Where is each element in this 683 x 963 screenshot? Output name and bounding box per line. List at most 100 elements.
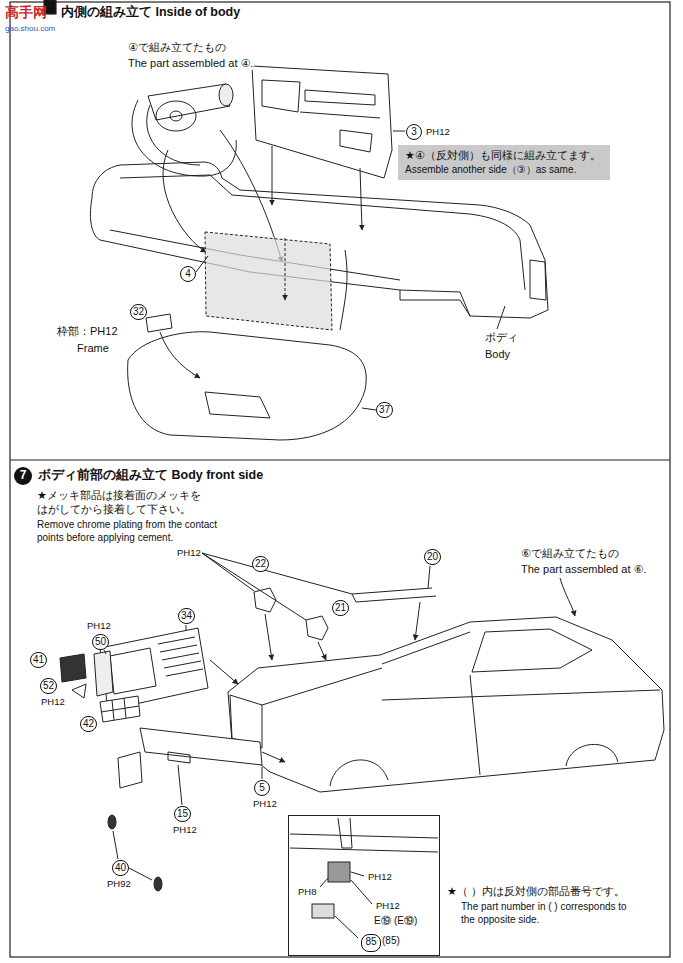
body-front-drawing-part: [566, 744, 618, 766]
body-front-drawing-part: [560, 578, 575, 616]
paint-code: PH12: [425, 126, 451, 137]
note-text: The part assembled at ④.: [127, 56, 254, 70]
inset-box: PH8PH12PH12E⑲(E⑲)85(85): [288, 815, 440, 956]
callout-number: 42: [80, 716, 97, 732]
callout-number: 34: [178, 608, 195, 624]
body-front-drawing-part: [168, 752, 190, 763]
body-interior-drawing-part: [128, 332, 367, 440]
body-front-drawing-part: [202, 553, 254, 591]
inset-detail-drawing-part: [351, 880, 372, 904]
callout-number: 22: [252, 556, 269, 572]
callout-number: 40: [112, 860, 129, 876]
body-front-drawing-part: [154, 877, 162, 891]
section-heading: ボディ前部の組み立て Body front side: [37, 467, 264, 483]
note-text: ④で組み立てたもの: [127, 40, 227, 54]
body-interior-drawing-part: [340, 250, 347, 330]
body-interior-drawing-part: [252, 66, 392, 178]
body-front-drawing-part: [108, 815, 116, 829]
body-front-drawing-part: [428, 566, 430, 588]
body-front-drawing-part: [262, 668, 382, 705]
watermark: gao.shou.com: [4, 24, 56, 33]
body-front-drawing-part: [113, 831, 118, 859]
callout-number: 50: [92, 634, 109, 650]
body-front-drawing-part: [104, 650, 106, 654]
note-text: Frame: [76, 341, 110, 355]
body-interior-drawing-part: [219, 84, 233, 106]
part-code: PH8: [297, 886, 317, 897]
part-code: (85): [381, 934, 401, 947]
body-front-drawing-part: [330, 760, 388, 786]
body-interior-drawing-part: [132, 100, 236, 176]
paint-code: PH12: [40, 696, 66, 707]
body-interior-drawing-part: [147, 105, 200, 165]
body-front-drawing-part: [352, 588, 436, 602]
note-box: ★④（反対側）も同様に組み立てます。Assemble another side（…: [398, 145, 610, 180]
body-front-drawing-part: [262, 767, 263, 779]
callout-number: 21: [332, 600, 349, 616]
callout-number: 3: [406, 124, 422, 140]
note-text: Remove chrome plating from the contact p…: [36, 518, 226, 544]
body-front-drawing-part: [186, 625, 187, 631]
body-interior-drawing-part: [272, 146, 273, 205]
body-interior-drawing-part: [148, 84, 230, 120]
body-interior-drawing-part: [160, 332, 200, 378]
part-code: (E⑲): [393, 914, 418, 927]
body-front-drawing-part: [101, 698, 139, 720]
callout-number: 41: [30, 652, 47, 668]
body-front-drawing-part: [100, 696, 140, 722]
body-front-drawing-part: [118, 752, 142, 788]
note-text: The part number in ( ) corresponds to th…: [460, 900, 632, 926]
body-interior-drawing-part: [497, 306, 505, 329]
paint-code: PH12: [176, 547, 202, 558]
inset-detail-drawing: [290, 818, 438, 938]
body-front-drawing: [60, 553, 664, 891]
inset-detail-drawing-part: [290, 848, 438, 852]
body-front-drawing-part: [178, 765, 182, 805]
note-text: 枠部：PH12: [56, 324, 119, 338]
watermark: 高手网: [4, 4, 48, 22]
body-front-drawing-part: [472, 629, 592, 672]
body-front-drawing-part: [265, 614, 272, 660]
body-front-drawing-part: [228, 617, 664, 792]
note-text: ボディ: [484, 330, 519, 344]
page-frame-part: [10, 2, 670, 957]
note-text: Body: [484, 347, 511, 361]
part-code: E⑲: [373, 914, 392, 927]
note-text: ★④（反対側）も同様に組み立てます。: [405, 148, 601, 163]
paint-code: PH92: [106, 878, 132, 889]
body-front-drawing-part: [306, 616, 328, 640]
body-front-drawing-part: [202, 553, 352, 594]
body-interior-drawing-part: [530, 260, 546, 300]
section-heading: 内側の組み立て Inside of body: [60, 4, 241, 20]
callout-number: 37: [376, 402, 393, 418]
body-interior-drawing-part: [400, 290, 470, 316]
body-front-drawing-part: [158, 637, 203, 676]
body-front-drawing-part: [110, 648, 156, 694]
body-interior-drawing-part: [205, 232, 332, 330]
body-front-drawing-part: [382, 632, 470, 664]
inset-detail-drawing-part: [351, 872, 364, 876]
body-interior-drawing-part: [170, 111, 182, 121]
paint-code: PH12: [172, 824, 198, 835]
part-code: PH12: [375, 900, 401, 911]
body-interior-drawing-part: [146, 314, 172, 332]
inset-detail-drawing-part: [312, 904, 334, 918]
inset-detail-drawing-part: [338, 818, 352, 848]
body-front-drawing-part: [100, 628, 208, 710]
body-front-drawing-part: [254, 588, 276, 612]
step-number: 7: [14, 467, 32, 485]
body-front-drawing-part: [94, 651, 113, 696]
callout-number: 5: [254, 780, 270, 796]
body-interior-drawing: [90, 66, 548, 440]
body-interior-drawing-part: [163, 150, 206, 252]
body-interior-drawing-part: [205, 392, 270, 418]
body-front-drawing-part: [72, 684, 86, 698]
body-front-drawing-part: [262, 752, 285, 762]
body-front-drawing-part: [202, 553, 306, 620]
callout-number: 15: [174, 806, 191, 822]
page-frame-part: [10, 459, 670, 460]
body-interior-drawing-part: [156, 101, 196, 131]
body-interior-drawing-part: [300, 112, 380, 118]
note-text: ⑥で組み立てたもの: [520, 546, 620, 560]
